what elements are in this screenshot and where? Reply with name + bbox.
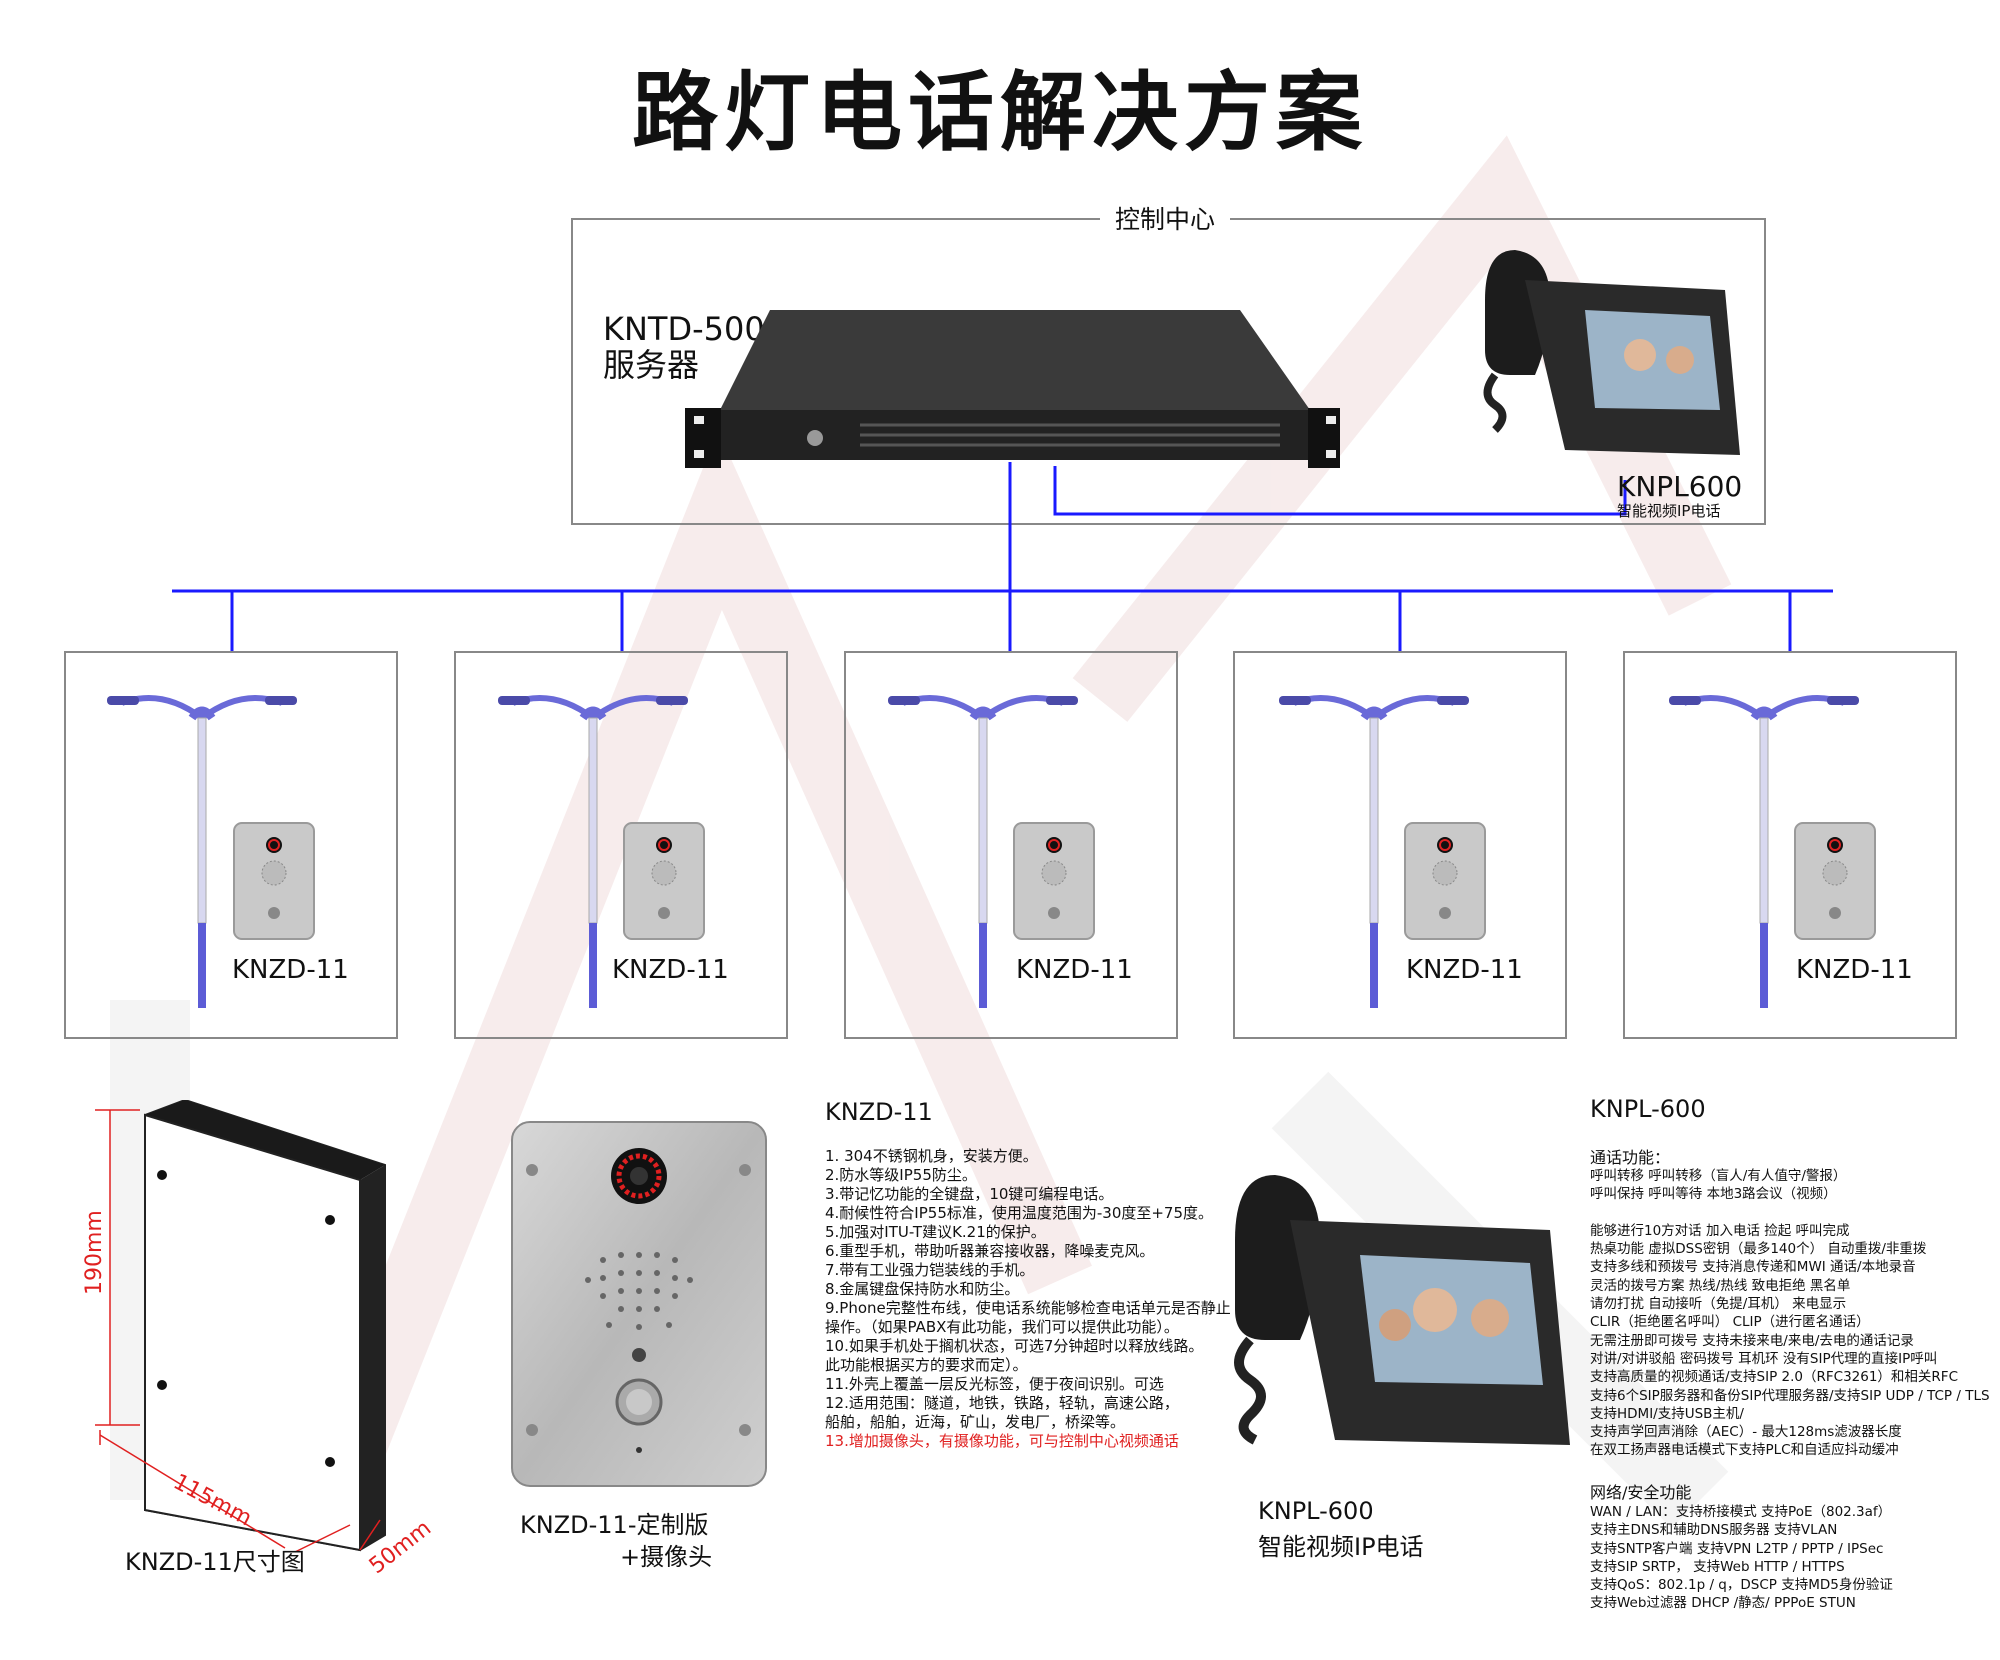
custom-panel-title: KNZD-11-定制版 bbox=[520, 1511, 709, 1539]
control-center-label: 控制中心 bbox=[1100, 200, 1230, 236]
server-name: 服务器 bbox=[603, 346, 700, 384]
knpl-call-item: CLIR（拒绝匿名呼叫） CLIP（进行匿名通话） bbox=[1590, 1314, 1870, 1331]
knpl-call-item: 请勿打扰 自动接听（免提/耳机） 来电显示 bbox=[1590, 1296, 1847, 1313]
knzd-spec-item: 3.带记忆功能的全键盘，10键可编程电话。 bbox=[825, 1185, 1114, 1203]
knpl-net-item: WAN / LAN：支持桥接模式 支持PoE（802.3af） bbox=[1590, 1504, 1892, 1520]
knzd-spec-item: 操作。（如果PABX有此功能，我们可以提供此功能）。 bbox=[825, 1318, 1179, 1336]
knpl-call-item: 支持6个SIP服务器和备份SIP代理服务器/支持SIP UDP / TCP / … bbox=[1590, 1387, 1990, 1404]
lamp-unit-box bbox=[1233, 651, 1567, 1039]
knpl-call-item: 在双工扬声器电话模式下支持PLC和自适应抖动缓冲 bbox=[1590, 1442, 1899, 1459]
knzd-spec-item: 8.金属键盘保持防水和防尘。 bbox=[825, 1280, 1020, 1298]
knpl-call-item: 支持声学回声消除（AEC）- 最大128ms滤波器长度 bbox=[1590, 1424, 1902, 1441]
knzd-spec-item: 10.如果手机处于搁机状态，可选7分钟超时以释放线路。 bbox=[825, 1337, 1204, 1355]
knzd-spec-item: 12.适用范围：隧道，地铁，铁路，轻轨，高速公路， bbox=[825, 1394, 1179, 1412]
server-image bbox=[685, 310, 1340, 468]
knpl-call-item: 呼叫保持 呼叫等待 本地3路会议（视频） bbox=[1590, 1186, 1837, 1203]
knpl-call-item: 灵活的拨号方案 热线/热线 致电拒绝 黑名单 bbox=[1590, 1277, 1851, 1294]
lamp-unit-box bbox=[844, 651, 1178, 1039]
knzd-spec-item: 6.重型手机，带助听器兼容接收器，降噪麦克风。 bbox=[825, 1242, 1155, 1260]
knpl-call-heading: 通话功能： bbox=[1590, 1148, 1671, 1167]
knzd-spec-item: 船舶，船舶，近海，矿山，发电厂，桥梁等。 bbox=[825, 1413, 1126, 1431]
lamp-unit-label: KNZD-11 bbox=[612, 955, 729, 985]
custom-panel-subtitle: +摄像头 bbox=[620, 1543, 713, 1571]
knzd-spec-highlight: 13.增加摄像头，有摄像功能，可与控制中心视频通话 bbox=[825, 1432, 1179, 1450]
phone-name: 智能视频IP电话 bbox=[1617, 502, 1721, 520]
knzd-spec-list: 1. 304不锈钢机身，安装方便。 2.防水等级IP55防尘。 3.带记忆功能的… bbox=[825, 1147, 1231, 1451]
knzd-spec-item: 9.Phone完整性布线，使电话系统能够检查电话单元是否静止 bbox=[825, 1299, 1231, 1317]
lamp-unit-label: KNZD-11 bbox=[1406, 955, 1523, 985]
phone-caption-name: 智能视频IP电话 bbox=[1258, 1533, 1424, 1561]
lamp-unit-box bbox=[454, 651, 788, 1039]
knpl-net-item: 支持SNTP客户端 支持VPN L2TP / PPTP / IPSec bbox=[1590, 1540, 1884, 1557]
knpl-call-item: 热桌功能 虚拟DSS密钥（最多140个） 自动重拨/非重拨 bbox=[1590, 1241, 1927, 1258]
dimension-drawing bbox=[95, 1100, 386, 1553]
knpl-call-item: 对讲/对讲驳船 密码拨号 耳机环 没有SIP代理的直接IP呼叫 bbox=[1590, 1350, 1938, 1367]
phone-model: KNPL600 bbox=[1617, 470, 1743, 503]
video-phone-large-image bbox=[1234, 1175, 1570, 1445]
knpl-net-item: 支持QoS：802.1p / q，DSCP 支持MD5身份验证 bbox=[1590, 1577, 1893, 1594]
knpl-spec-title: KNPL-600 bbox=[1590, 1095, 1706, 1123]
knzd-spec-item: 7.带有工业强力铠装线的手机。 bbox=[825, 1261, 1035, 1279]
custom-panel-image bbox=[511, 1121, 767, 1487]
knzd-spec-title: KNZD-11 bbox=[825, 1098, 933, 1126]
knpl-call-item bbox=[1590, 1204, 1990, 1222]
phone-caption-model: KNPL-600 bbox=[1258, 1497, 1374, 1525]
knpl-net-item: 支持SIP SRTP， 支持Web HTTP / HTTPS bbox=[1590, 1558, 1845, 1575]
lamp-unit-box bbox=[64, 651, 398, 1039]
knpl-call-item: 呼叫转移 呼叫转移（盲人/有人值守/警报） bbox=[1590, 1168, 1847, 1184]
knpl-net-item: 支持Web过滤器 DHCP /静态/ PPPoE STUN bbox=[1590, 1595, 1856, 1612]
knzd-spec-item: 此功能根据买方的要求而定）。 bbox=[825, 1356, 1028, 1374]
knzd-spec-item: 2.防水等级IP55防尘。 bbox=[825, 1166, 977, 1184]
knpl-net-list: WAN / LAN：支持桥接模式 支持PoE（802.3af） 支持主DNS和辅… bbox=[1590, 1503, 1893, 1613]
knpl-call-list: 呼叫转移 呼叫转移（盲人/有人值守/警报） 呼叫保持 呼叫等待 本地3路会议（视… bbox=[1590, 1167, 1990, 1460]
knpl-call-item: 支持HDMI/支持USB主机/ bbox=[1590, 1405, 1744, 1422]
dim-height-label: 190mm bbox=[82, 1210, 107, 1295]
knpl-call-item: 能够进行10方对话 加入电话 捡起 呼叫完成 bbox=[1590, 1222, 1850, 1239]
knzd-spec-item: 4.耐候性符合IP55标准，使用温度范围为-30度至+75度。 bbox=[825, 1204, 1214, 1222]
knpl-net-item: 支持主DNS和辅助DNS服务器 支持VLAN bbox=[1590, 1522, 1838, 1539]
lamp-unit-label: KNZD-11 bbox=[1016, 955, 1133, 985]
lamp-unit-box bbox=[1623, 651, 1957, 1039]
knpl-net-heading: 网络/安全功能 bbox=[1590, 1483, 1692, 1502]
knpl-call-item: 无需注册即可拨号 支持未接来电/来电/去电的通话记录 bbox=[1590, 1332, 1914, 1349]
page-title: 路灯电话解决方案 bbox=[632, 63, 1368, 163]
video-phone-image bbox=[1483, 250, 1740, 455]
knzd-spec-item: 1. 304不锈钢机身，安装方便。 bbox=[825, 1147, 1038, 1165]
lamp-unit-label: KNZD-11 bbox=[1796, 955, 1913, 985]
knpl-call-item: 支持多线和预拨号 支持消息传递和MWI 通话/本地录音 bbox=[1590, 1259, 1916, 1276]
server-model: KNTD-500 bbox=[603, 310, 765, 348]
knpl-call-item: 支持高质量的视频通话/支持SIP 2.0（RFC3261）和相关RFC bbox=[1590, 1369, 1958, 1386]
lamp-unit-label: KNZD-11 bbox=[232, 955, 349, 985]
dimension-caption: KNZD-11尺寸图 bbox=[125, 1548, 305, 1576]
knzd-spec-item: 11.外壳上覆盖一层反光标签，便于夜间识别。可选 bbox=[825, 1375, 1164, 1393]
knzd-spec-item: 5.加强对ITU-T建议K.21的保护。 bbox=[825, 1223, 1046, 1241]
server-phone-link bbox=[1053, 466, 1627, 516]
